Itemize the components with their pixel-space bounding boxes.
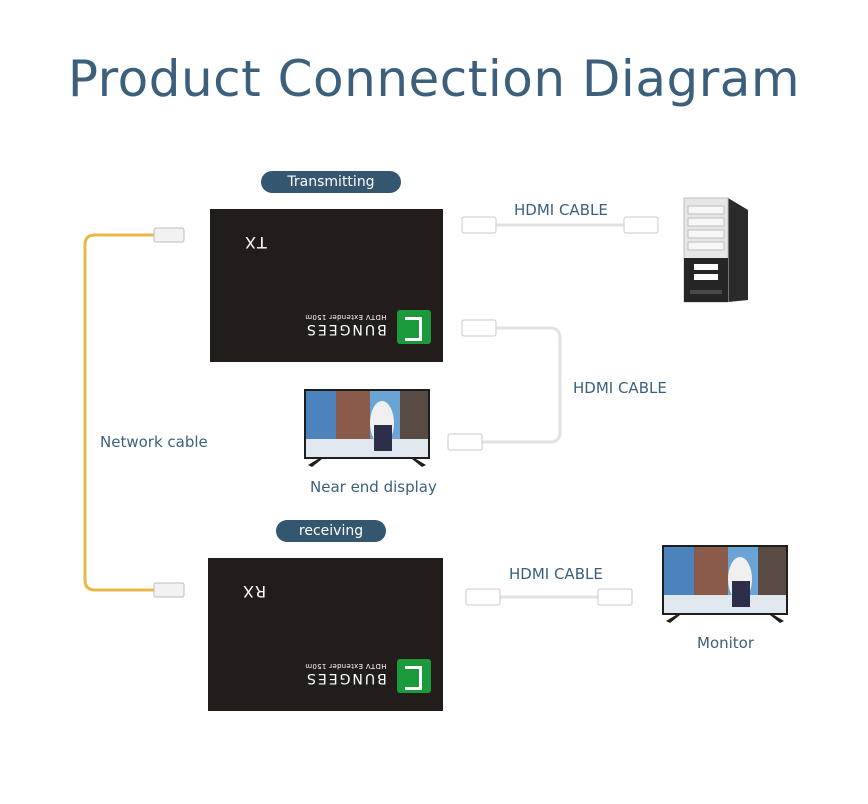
- hdmi-cable-bottom-label: HDMI CABLE: [509, 565, 603, 583]
- transmitting-end-badge: Transmitting end: [261, 171, 401, 212]
- monitor-icon: [662, 545, 788, 623]
- hdmi-plug-mid-top: [461, 319, 497, 337]
- receiving-end-badge: receiving end: [276, 520, 386, 561]
- rx-brand-sub: HDTV Extender 150m: [305, 662, 387, 670]
- monitor-label: Monitor: [697, 634, 755, 652]
- computer-tower-icon: [683, 197, 748, 303]
- rx-brand-logo-icon: [397, 659, 431, 693]
- tx-code-label: TX: [244, 233, 267, 252]
- hdmi-cable-top-label: HDMI CABLE: [514, 201, 608, 219]
- hdmi-plug-mid-bottom: [447, 433, 483, 451]
- page-title: Product Connection Diagram: [67, 50, 801, 108]
- hdmi-plug-top-left: [461, 216, 497, 234]
- network-plug-bottom: [153, 582, 185, 598]
- hdmi-plug-bottom-right: [597, 588, 633, 606]
- network-cable-label: Network cable: [100, 433, 208, 451]
- tx-transmitter-box: TX BUNGEES HDTV Extender 150m: [210, 209, 443, 362]
- near-end-display-icon: [304, 389, 430, 467]
- hdmi-plug-bottom-left: [465, 588, 501, 606]
- rx-receiver-box: RX BUNGEES HDTV Extender 150m: [208, 558, 443, 711]
- tx-brand-sub: HDTV Extender 150m: [305, 313, 387, 321]
- near-end-display-label: Near end display: [310, 478, 437, 496]
- hdmi-cable-mid-label: HDMI CABLE: [573, 379, 667, 397]
- rx-brand-name: BUNGEES: [305, 670, 387, 686]
- network-plug-top: [153, 227, 185, 243]
- rx-brand: BUNGEES HDTV Extender 150m: [305, 662, 387, 686]
- network-cable: [83, 233, 156, 592]
- rx-code-label: RX: [242, 582, 267, 601]
- tx-brand: BUNGEES HDTV Extender 150m: [305, 313, 387, 337]
- hdmi-cable-mid: [482, 326, 562, 444]
- hdmi-plug-top-right: [623, 216, 659, 234]
- tx-brand-logo-icon: [397, 310, 431, 344]
- tx-brand-name: BUNGEES: [305, 321, 387, 337]
